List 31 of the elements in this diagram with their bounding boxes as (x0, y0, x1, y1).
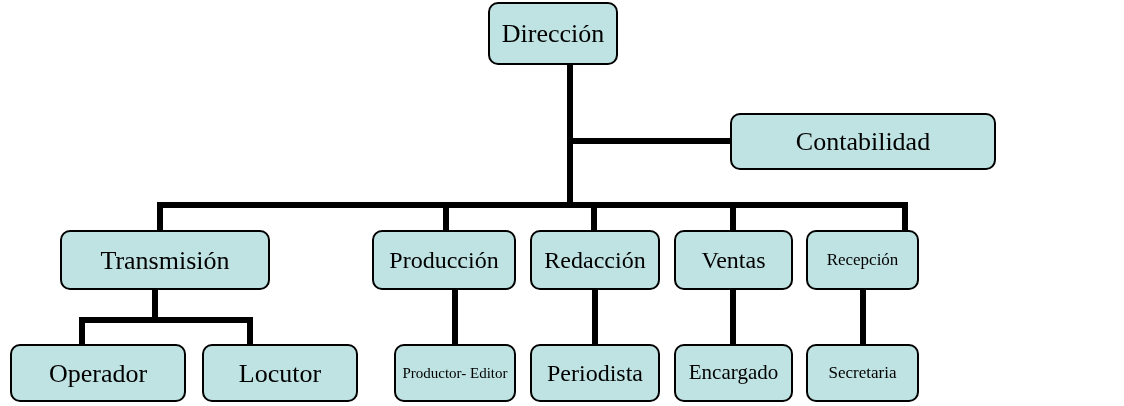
org-box (202, 344, 358, 402)
org-box (530, 344, 660, 402)
org-box (372, 230, 516, 290)
box-label: Ventas (701, 246, 766, 275)
org-box (530, 230, 660, 290)
box-label: Dirección (501, 18, 605, 50)
connector-line (152, 290, 253, 344)
box-label: Contabilidad (795, 126, 931, 158)
org-box (488, 2, 618, 65)
connector-line (860, 290, 866, 344)
box-label: Producción (389, 246, 499, 275)
box-label: Encargado (688, 359, 779, 387)
box-label: Transmisión (100, 244, 230, 277)
connector-line (730, 290, 736, 344)
box-label: Productor- Editor (402, 363, 508, 383)
connector-line (452, 290, 458, 344)
box-label: Secretaria (828, 362, 897, 385)
box-label: Redacción (544, 246, 646, 275)
org-box (806, 230, 919, 290)
box-label: Operador (48, 357, 148, 390)
org-box (730, 113, 996, 170)
box-label: Recepción (826, 249, 899, 272)
box-label: Locutor (238, 357, 322, 390)
org-box (674, 230, 793, 290)
org-box (60, 230, 270, 290)
org-box (806, 344, 919, 402)
org-box (394, 344, 516, 402)
org-box (10, 344, 186, 402)
connector-line (592, 290, 598, 344)
box-label: Periodista (547, 359, 643, 388)
org-box (674, 344, 793, 402)
